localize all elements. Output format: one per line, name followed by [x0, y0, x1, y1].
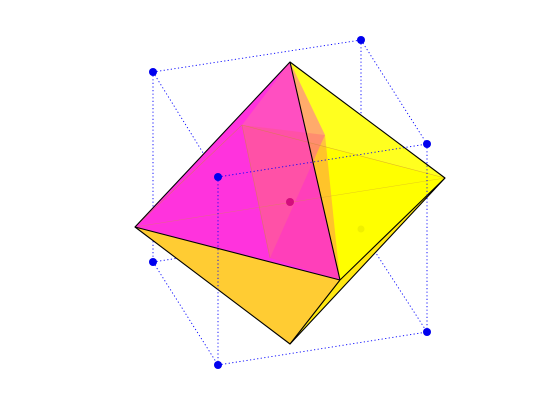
cube-edge — [152, 71, 219, 178]
octahedron-hidden-edge — [241, 124, 446, 179]
octahedron-edge — [134, 226, 341, 281]
face-center-point — [286, 198, 294, 206]
cube-vertex — [423, 328, 431, 336]
cube-vertex — [214, 361, 222, 369]
cube-front-edges — [217, 143, 428, 366]
cube-edge — [152, 261, 219, 366]
octahedron-face-lower-left — [135, 227, 340, 344]
face-center-point — [357, 225, 365, 233]
octahedron — [134, 61, 446, 345]
octahedron-edge — [289, 61, 341, 281]
cube-vertex — [423, 140, 431, 148]
cube-edge — [360, 229, 428, 333]
cube-edge — [217, 331, 428, 366]
face-centers — [286, 198, 365, 233]
cube-edge — [152, 39, 362, 73]
octahedron-face-overlay — [242, 62, 325, 258]
octahedron-hidden-edge — [134, 124, 243, 228]
cube-vertices — [149, 36, 431, 369]
octahedron-hidden-edge — [241, 124, 271, 259]
cube-vertex — [357, 36, 365, 44]
cube-vertex — [149, 68, 157, 76]
octahedron-edge — [289, 279, 341, 345]
cube-vertex — [149, 258, 157, 266]
cube-edge — [360, 39, 428, 145]
cube-vertex — [214, 173, 222, 181]
octahedron-edge — [339, 177, 446, 281]
